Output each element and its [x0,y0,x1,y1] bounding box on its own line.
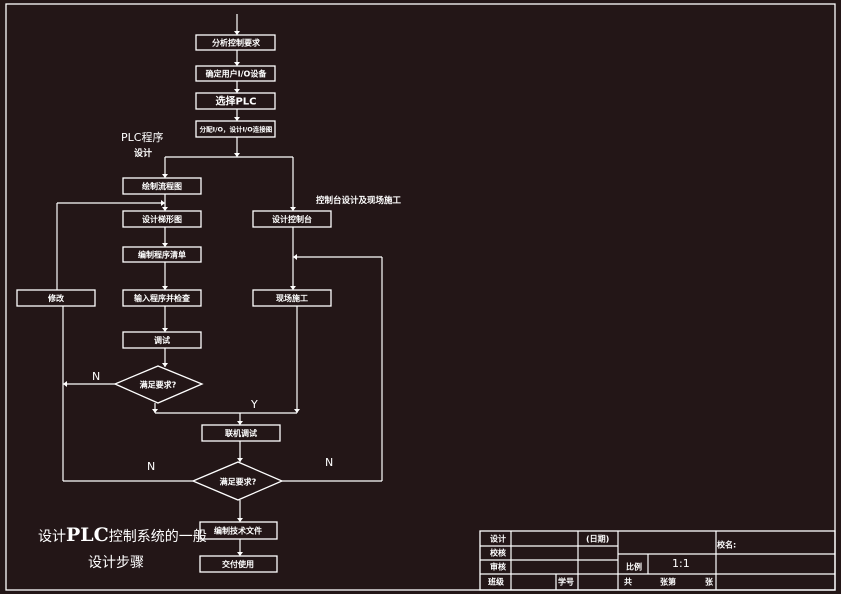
step-joint-debug: 联机调试 [201,424,281,442]
review-label: 审核 [490,562,506,572]
sheets-label: 张第 [660,577,676,587]
step-docs: 编制技术文件 [199,521,278,540]
step-input-program: 输入程序并检查 [122,289,202,307]
title-block: 设计 校核 审核 班级 学号 (日期) 比例 1:1 共 张第 张 校名: [479,530,836,591]
step-modify: 修改 [16,289,96,307]
student-id-label: 学号 [558,577,574,587]
check-label: 校核 [490,548,506,558]
class-label: 班级 [488,577,505,587]
diagram-title: 设计PLC控制系统的一般 [38,524,207,546]
step-label: 修改 [47,293,65,303]
sheet-label: 张 [705,578,714,587]
total-label: 共 [624,577,632,587]
plc-design-label: 设计 [134,147,152,159]
step-label: 确定用户I/O设备 [206,69,268,79]
step-flowchart: 绘制流程图 [122,177,202,195]
step-label: 分配I/O，设计I/O连接图 [200,125,273,134]
step-site: 现场施工 [252,289,332,307]
yes-label: Y [250,398,258,411]
decision-check-1: 满足要求? [113,365,204,404]
step-label: 调试 [154,335,170,345]
step-label: 设计梯形图 [142,214,182,224]
plc-program-label: PLC程序 [121,130,163,144]
step-analyze: 分析控制要求 [195,34,276,51]
decision-label: 满足要求? [140,380,177,390]
step-io-devices: 确定用户I/O设备 [195,65,276,82]
step-label: 分析控制要求 [212,38,261,48]
step-label: 联机调试 [225,428,257,438]
step-io-design: 分配I/O，设计I/O连接图 [195,120,276,138]
connectors [56,14,383,556]
step-label: 设计控制台 [272,214,312,224]
step-label: 现场施工 [276,293,308,303]
step-label: 编制技术文件 [214,526,262,536]
step-debug: 调试 [122,331,202,349]
date-label: (日期) [586,534,609,544]
decision-label: 满足要求? [220,477,257,487]
step-label: 绘制流程图 [142,181,182,191]
scale-value: 1:1 [672,557,690,570]
school-label: 校名: [717,540,736,550]
decision-check-2: 满足要求? [191,461,284,501]
step-program-list: 编制程序清单 [122,246,202,263]
console-site-label: 控制台设计及现场施工 [316,195,402,206]
step-ladder: 设计梯形图 [122,210,202,228]
drawing-border [5,3,836,591]
no-label-3: N [325,456,333,469]
step-label: 编制程序清单 [138,250,186,260]
step-console: 设计控制台 [252,210,332,228]
scale-label: 比例 [626,562,642,572]
step-select-plc: 选择PLC [195,92,276,110]
step-label: 交付使用 [222,559,254,569]
step-deliver: 交付使用 [199,555,278,573]
diagram-subtitle: 设计步骤 [88,555,144,571]
no-label-1: N [92,370,100,383]
no-label-2: N [147,460,155,473]
design-label: 设计 [490,534,506,544]
step-label: 输入程序并检查 [134,293,191,303]
step-label: 选择PLC [215,95,256,108]
